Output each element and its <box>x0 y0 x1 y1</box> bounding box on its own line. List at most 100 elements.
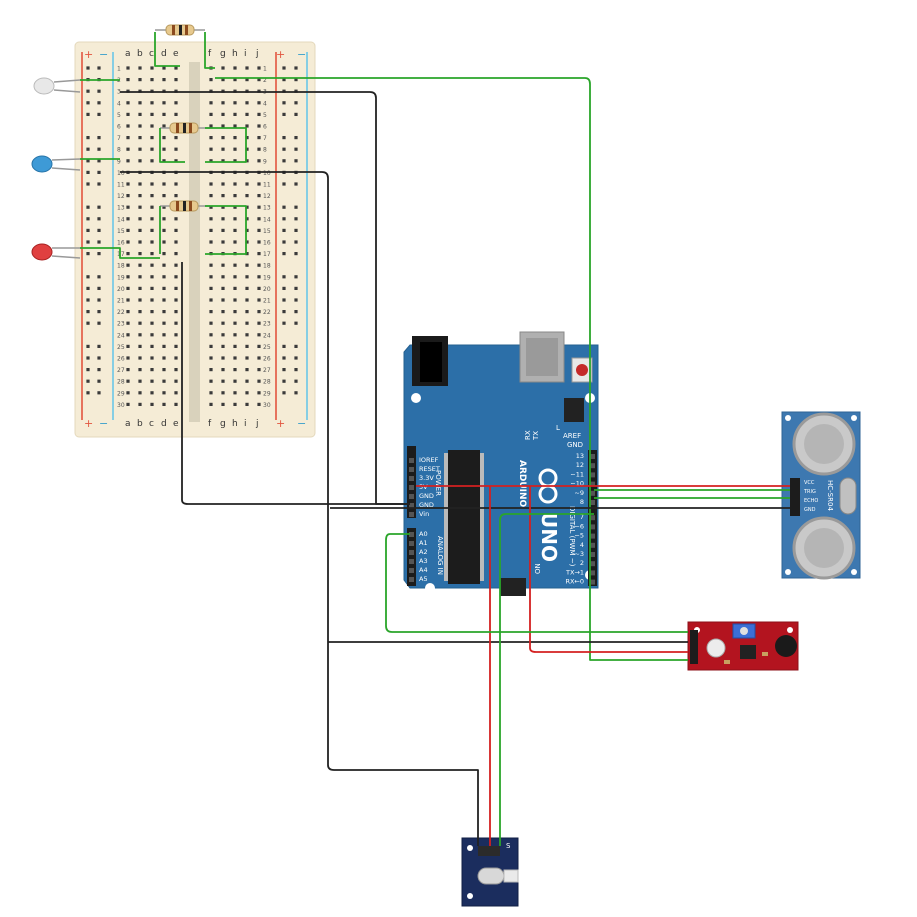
breadboard-hole <box>150 252 154 256</box>
breadboard-hole <box>245 263 249 267</box>
rail-hole <box>86 356 90 360</box>
breadboard-hole <box>221 217 225 221</box>
breadboard-hole <box>209 78 213 82</box>
breadboard-hole <box>162 368 166 372</box>
breadboard-hole <box>150 136 154 140</box>
analog-pin-socket <box>409 577 414 582</box>
breadboard-row-label: 1 <box>263 66 267 73</box>
breadboard-hole <box>233 124 237 128</box>
rail-hole <box>86 89 90 93</box>
power-pin-label: 3.3V <box>419 474 434 482</box>
rail-hole <box>97 205 101 209</box>
resistor-band <box>176 201 179 211</box>
rail-hole <box>97 159 101 163</box>
breadboard-hole <box>126 402 130 406</box>
rail-hole <box>294 217 298 221</box>
breadboard-hole <box>257 321 261 325</box>
ultrasonic-sensor: VCC TRIG ECHO GND HC-SR04 <box>781 411 861 580</box>
breadboard-hole <box>221 112 225 116</box>
rail-hole <box>294 286 298 290</box>
breadboard-hole <box>126 182 130 186</box>
breadboard-hole <box>221 344 225 348</box>
breadboard-hole <box>221 101 225 105</box>
breadboard-hole <box>233 263 237 267</box>
breadboard-hole <box>138 402 142 406</box>
digital-pin-socket <box>590 481 595 487</box>
breadboard-hole <box>257 147 261 151</box>
breadboard-row-label: 19 <box>263 274 271 281</box>
breadboard-row-label: 14 <box>117 216 125 223</box>
breadboard-hole <box>126 321 130 325</box>
digital-pin-socket <box>590 579 595 585</box>
chip-pins-left <box>444 453 448 581</box>
breadboard-col-label: b <box>137 49 143 59</box>
breadboard-hole <box>150 240 154 244</box>
breadboard-row-label: 13 <box>263 205 271 212</box>
breadboard-hole <box>150 298 154 302</box>
breadboard-hole <box>162 310 166 314</box>
mount-hole <box>411 393 421 403</box>
breadboard-hole <box>221 368 225 372</box>
us-pin-trig: TRIG <box>803 489 816 495</box>
breadboard-hole <box>221 391 225 395</box>
digital-pin-label: 8 <box>580 498 584 506</box>
breadboard-row-label: 16 <box>263 240 271 247</box>
digital-pin-label: 4 <box>580 541 584 549</box>
digital-pin-socket <box>590 542 595 548</box>
breadboard-hole <box>245 205 249 209</box>
breadboard-col-label: j <box>255 419 259 429</box>
breadboard-hole <box>233 391 237 395</box>
breadboard-col-label: f <box>208 49 212 59</box>
analog-pin-label: A0 <box>419 530 428 538</box>
rail-hole <box>282 252 286 256</box>
breadboard-hole <box>257 159 261 163</box>
wire-red-sound-vcc <box>529 486 688 653</box>
rail-minus-top-right: − <box>297 48 306 61</box>
breadboard-hole <box>162 391 166 395</box>
breadboard-hole <box>174 194 178 198</box>
breadboard-row-label: 6 <box>117 124 121 131</box>
breadboard-hole <box>150 333 154 337</box>
power-pin-socket <box>409 467 414 472</box>
breadboard-hole <box>245 124 249 128</box>
breadboard-hole <box>174 112 178 116</box>
digital-pin-socket <box>590 515 595 521</box>
breadboard-row-label: 14 <box>263 216 271 223</box>
breadboard-hole <box>257 228 261 232</box>
wire-green <box>159 128 185 163</box>
breadboard-row-label: 4 <box>263 100 267 107</box>
digital-pin-socket <box>590 500 595 505</box>
digital-pin-label: 12 <box>576 461 584 469</box>
breadboard-hole <box>221 182 225 186</box>
ir-pin-header <box>478 846 500 856</box>
breadboard-hole <box>174 147 178 151</box>
rail-hole <box>86 368 90 372</box>
rail-hole <box>86 344 90 348</box>
rail-hole <box>294 228 298 232</box>
breadboard-hole <box>257 205 261 209</box>
digital-pin-label: TX→1 <box>565 568 584 576</box>
mount-hole <box>851 569 857 575</box>
rail-plus-bottom-left: + <box>84 417 93 430</box>
rail-hole <box>86 136 90 140</box>
breadboard-hole <box>257 136 261 140</box>
sound-sensor-module <box>687 621 799 671</box>
breadboard-hole <box>245 252 249 256</box>
breadboard-hole <box>221 263 225 267</box>
breadboard-row-label: 13 <box>117 205 125 212</box>
breadboard-hole <box>257 78 261 82</box>
breadboard-hole <box>233 66 237 70</box>
breadboard-hole <box>150 66 154 70</box>
breadboard-hole <box>138 112 142 116</box>
breadboard-hole <box>162 240 166 244</box>
breadboard-hole <box>162 298 166 302</box>
breadboard-hole <box>162 194 166 198</box>
breadboard-hole <box>126 344 130 348</box>
analog-pin-label: A1 <box>419 539 428 547</box>
breadboard-hole <box>209 321 213 325</box>
resistor-band <box>189 201 192 211</box>
breadboard-hole <box>221 379 225 383</box>
breadboard-hole <box>162 333 166 337</box>
breadboard-hole <box>221 275 225 279</box>
breadboard-col-label: a <box>125 49 131 59</box>
